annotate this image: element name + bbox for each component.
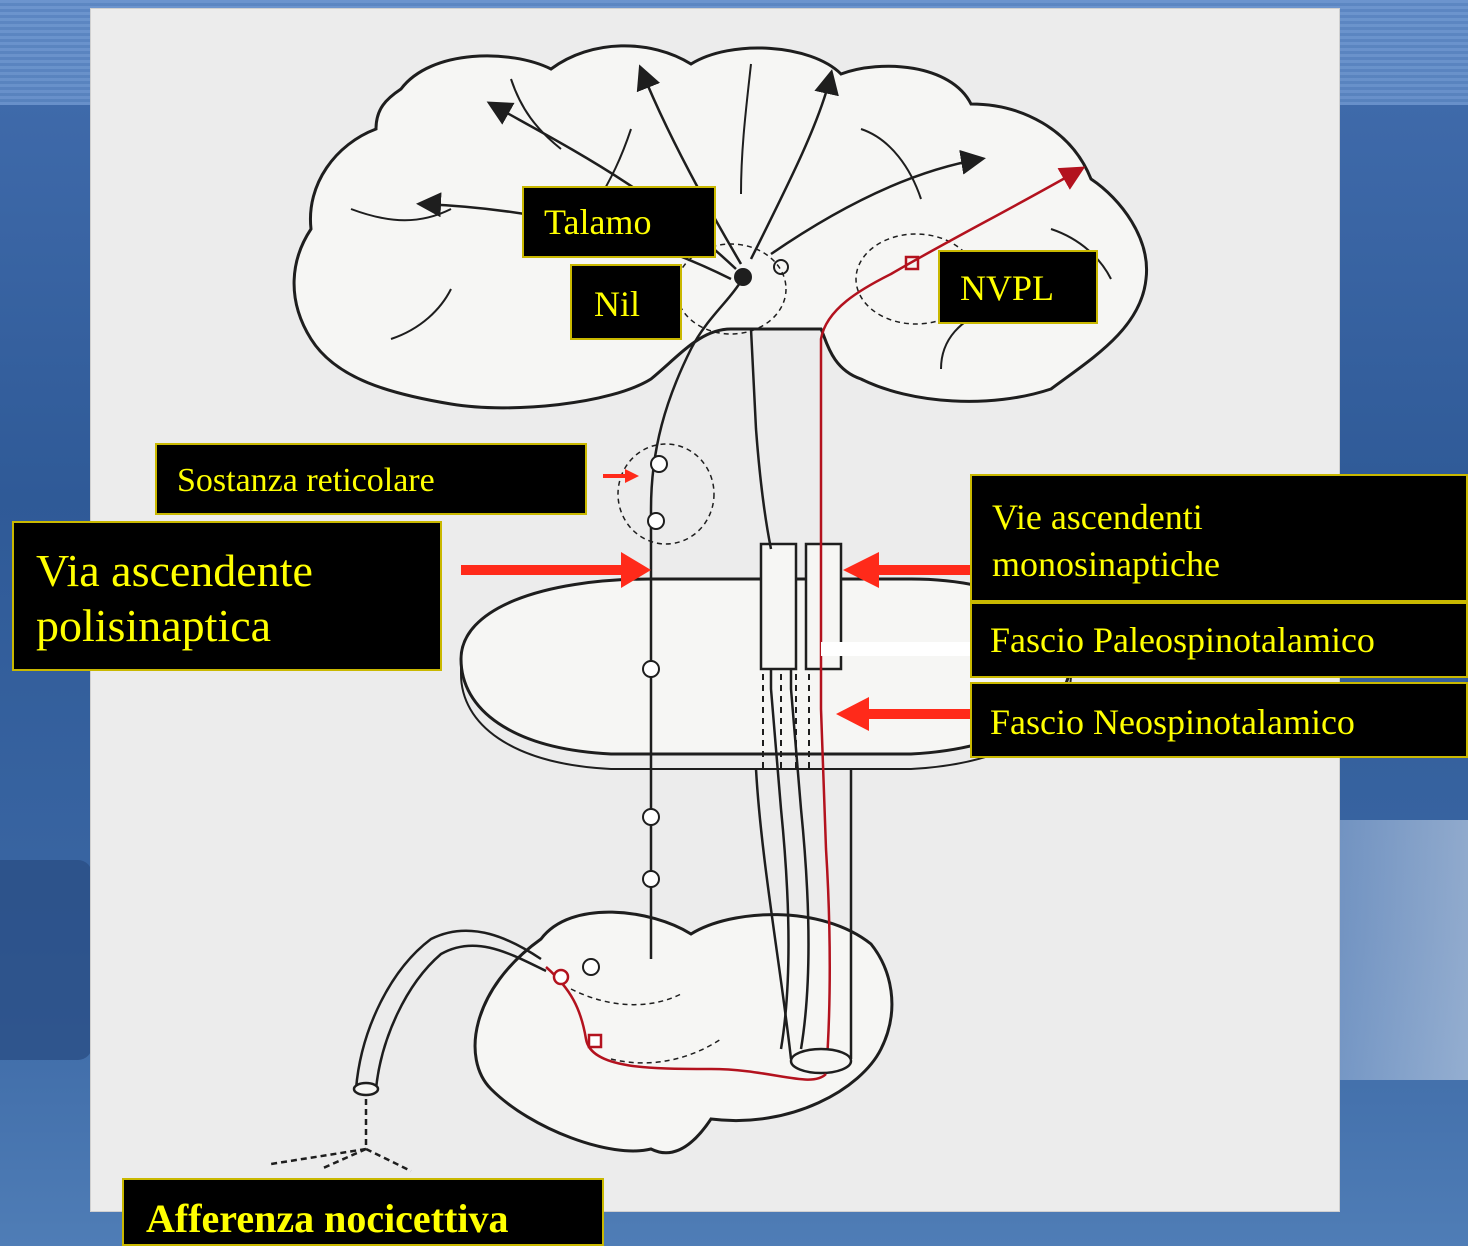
label-talamo: Talamo <box>522 186 716 258</box>
slide-decoration-right <box>1338 820 1468 1080</box>
slide-decoration-left <box>0 860 92 1060</box>
label-afferenza-nocicettiva: Afferenza nocicettiva <box>122 1178 604 1246</box>
label-vie-ascendenti-monosinaptiche: Vie ascendenti monosinaptiche <box>970 474 1468 602</box>
label-via-ascendente-polisinaptica: Via ascendente polisinaptica <box>12 521 442 671</box>
label-sostanza-reticolare: Sostanza reticolare <box>155 443 587 515</box>
label-via-ascendente-line2: polisinaptica <box>36 598 440 653</box>
label-vie-ascendenti-line1: Vie ascendenti <box>992 494 1466 541</box>
label-vie-ascendenti-line2: monosinaptiche <box>992 541 1466 588</box>
label-fascio-neospinotalamico: Fascio Neospinotalamico <box>970 682 1468 758</box>
label-nvpl: NVPL <box>938 250 1098 324</box>
label-via-ascendente-line1: Via ascendente <box>36 543 440 598</box>
label-nil: Nil <box>570 264 682 340</box>
label-fascio-paleospinotalamico: Fascio Paleospinotalamico <box>970 602 1468 678</box>
